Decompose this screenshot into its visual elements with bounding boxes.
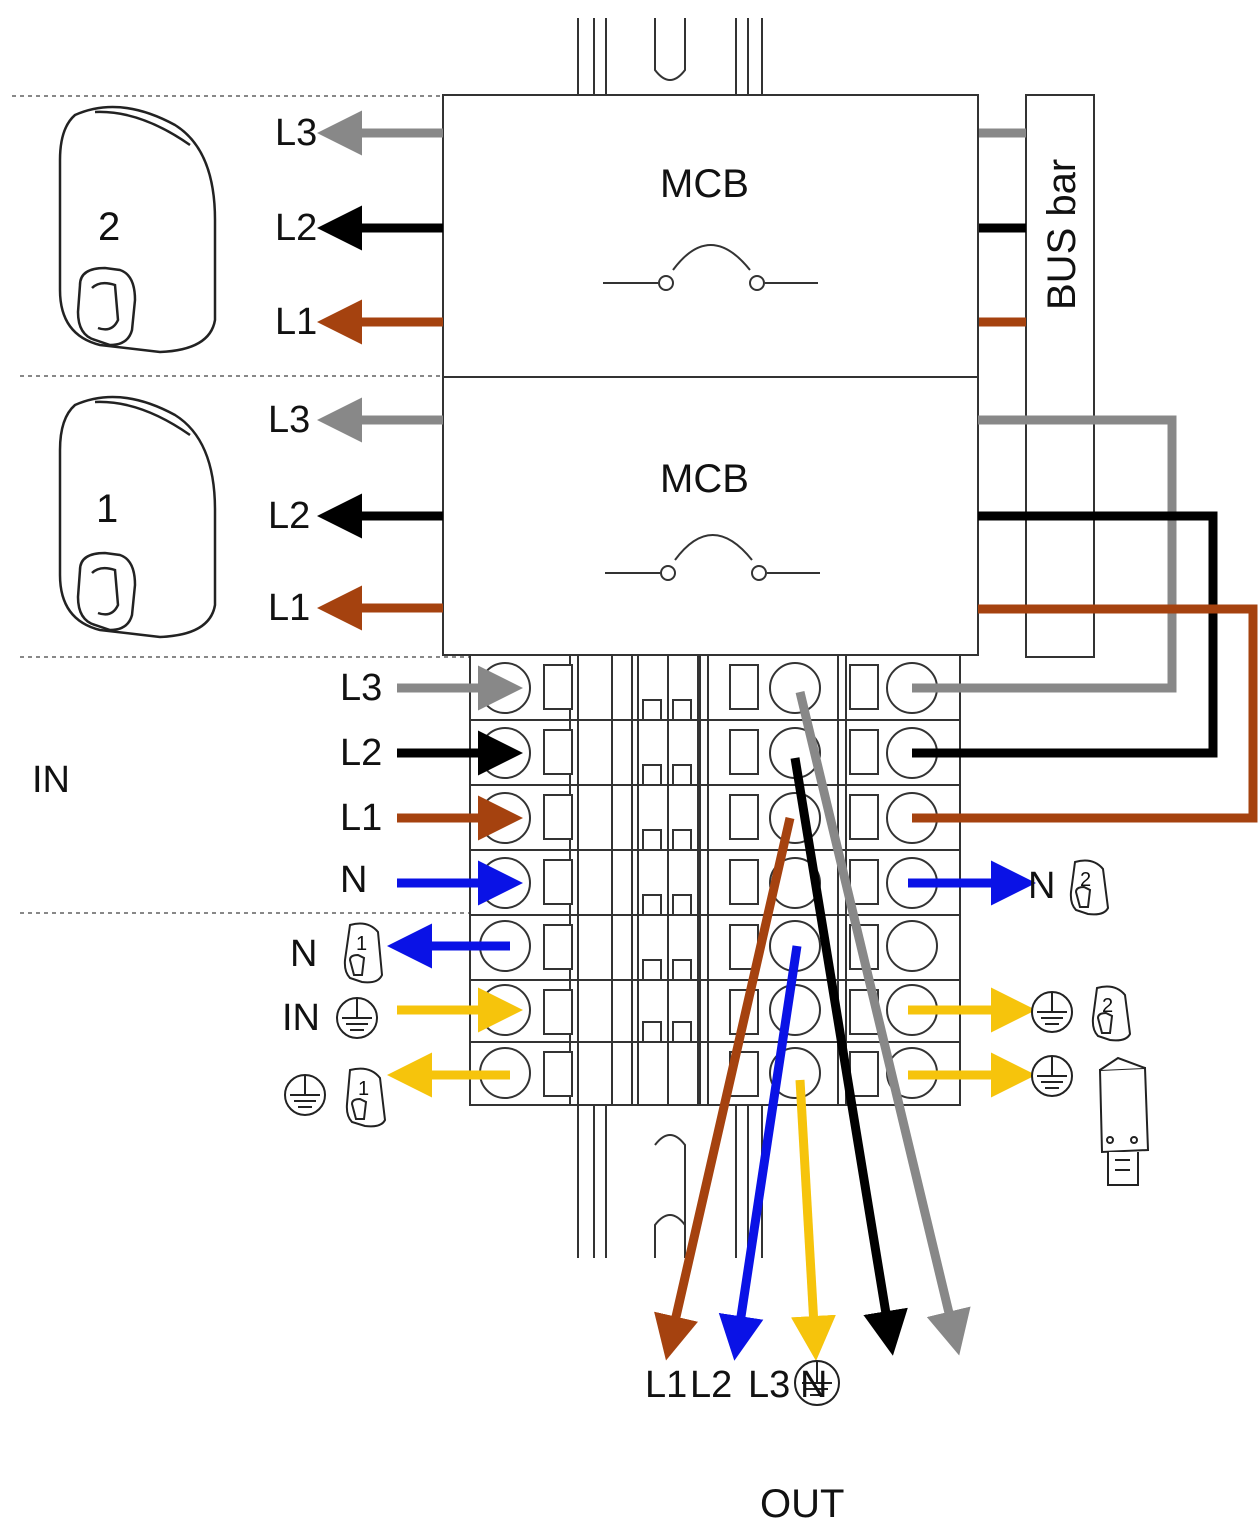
out-l3-label: L3 — [748, 1364, 790, 1406]
right-n-label: N — [1028, 865, 1055, 907]
mcb-bottom: MCB — [442, 376, 979, 656]
ground-icon — [1031, 1055, 1073, 1097]
input-arrows — [397, 665, 523, 906]
ground-icon — [336, 997, 378, 1039]
section-separators — [12, 95, 470, 914]
out-n-label: N — [800, 1364, 827, 1406]
charger-2-icon: 2 — [58, 105, 217, 354]
out-l2-label: L2 — [690, 1364, 732, 1406]
charger-1-icon: 1 — [58, 395, 217, 639]
charger-1-number: 1 — [96, 487, 118, 531]
ground-icon — [284, 1074, 326, 1116]
mcb-top: MCB — [442, 94, 979, 378]
charger1-l2-label: L2 — [268, 495, 310, 537]
in-n-label: N — [340, 859, 367, 901]
busbar: BUS bar — [1025, 94, 1095, 658]
ground-icon — [794, 1360, 840, 1406]
output-wires — [654, 690, 971, 1361]
busbar-stubs — [978, 128, 1026, 327]
charger2-l1-label: L1 — [275, 301, 317, 343]
lower-left-pe-in-label: IN — [282, 997, 320, 1039]
right-n-badge: 2 — [1080, 869, 1091, 891]
charger1-l3-label: L3 — [268, 399, 310, 441]
in-l3-label: L3 — [340, 667, 382, 709]
right-pe-badge: 2 — [1102, 995, 1113, 1017]
mcb-switch-icon — [605, 534, 820, 581]
charger2-l3-label: L3 — [275, 112, 317, 154]
charger2-output-arrows — [317, 110, 443, 345]
lower-left-arrows — [387, 923, 523, 1098]
charger1-output-arrows — [317, 397, 443, 631]
mcb-top-label: MCB — [660, 162, 749, 206]
charger-1-mini-icon: 1 — [343, 922, 384, 984]
mcb-bottom-label: MCB — [660, 457, 749, 501]
charger-2-number: 2 — [98, 205, 120, 249]
busbar-label: BUS bar — [1040, 159, 1084, 310]
lower-left-pe-badge: 1 — [358, 1078, 369, 1100]
right-output-arrows — [908, 860, 1036, 1098]
out-section-label: OUT — [760, 1482, 844, 1523]
mcb-feed-wires — [912, 415, 1258, 823]
in-l2-label: L2 — [340, 732, 382, 774]
in-l1-label: L1 — [340, 797, 382, 839]
out-l1-label: L1 — [645, 1364, 687, 1406]
ground-icon — [1031, 991, 1073, 1033]
lower-left-n-badge: 1 — [356, 933, 367, 955]
mcb-switch-icon — [603, 244, 818, 291]
in-section-label: IN — [32, 759, 70, 801]
sensor-icon — [1098, 1056, 1150, 1186]
charger2-l2-label: L2 — [275, 207, 317, 249]
charger-2-mini-icon: 2 — [1091, 985, 1132, 1042]
lower-left-n-label: N — [290, 933, 317, 975]
charger-1-mini-icon: 1 — [345, 1067, 387, 1128]
charger1-l1-label: L1 — [268, 587, 310, 629]
charger-2-mini-icon: 2 — [1069, 859, 1110, 916]
